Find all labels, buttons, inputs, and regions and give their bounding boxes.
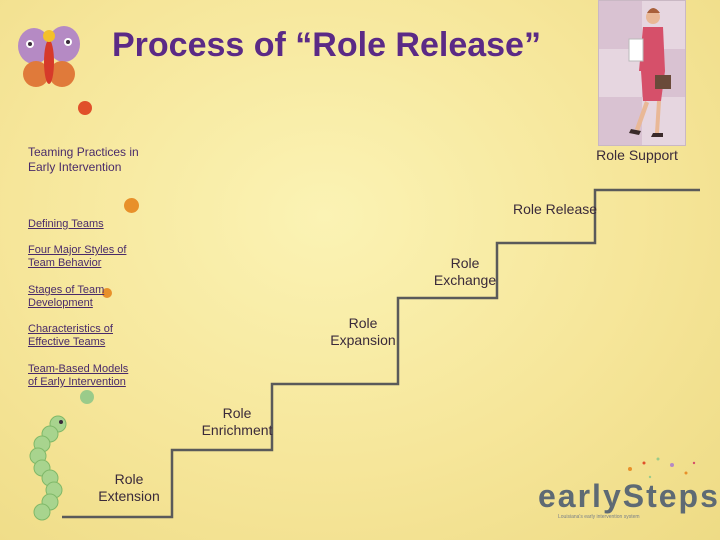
caterpillar-icon bbox=[29, 415, 67, 521]
step-label-role-enrichment: Role Enrichment bbox=[201, 405, 273, 438]
decor-dot-orange-small bbox=[102, 288, 112, 298]
nav-link-team-based-models[interactable]: Team-Based Models of Early Intervention bbox=[28, 363, 129, 388]
sidebar-heading: Teaming Practices in Early Intervention bbox=[28, 145, 139, 174]
businesswoman-illustration bbox=[598, 0, 686, 146]
step-label-role-release: Role Release bbox=[512, 201, 598, 217]
logo-sparkles bbox=[628, 457, 696, 479]
earlysteps-logo: earlySteps bbox=[538, 478, 720, 514]
nav-link-defining-teams[interactable]: Defining Teams bbox=[28, 218, 104, 230]
decor-dot-green bbox=[80, 390, 94, 404]
step-label-role-support: Role Support bbox=[596, 147, 678, 163]
step-label-role-expansion: Role Expansion bbox=[330, 315, 396, 348]
nav-link-styles-of-team-behavior[interactable]: Four Major Styles of Team Behavior bbox=[28, 244, 127, 269]
nav-link-stages-of-team-development[interactable]: Stages of Team Development bbox=[28, 284, 105, 309]
decor-dot-red bbox=[78, 101, 92, 115]
decor-dot-orange bbox=[124, 198, 139, 213]
step-label-role-exchange: Role Exchange bbox=[433, 255, 497, 288]
butterfly-icon bbox=[18, 26, 80, 87]
step-label-role-extension: Role Extension bbox=[98, 471, 160, 504]
slide-title: Process of “Role Release” bbox=[112, 26, 541, 64]
logo-tagline: Louisiana's early intervention system bbox=[558, 514, 640, 520]
nav-link-characteristics-of-effective-teams[interactable]: Characteristics of Effective Teams bbox=[28, 323, 113, 348]
